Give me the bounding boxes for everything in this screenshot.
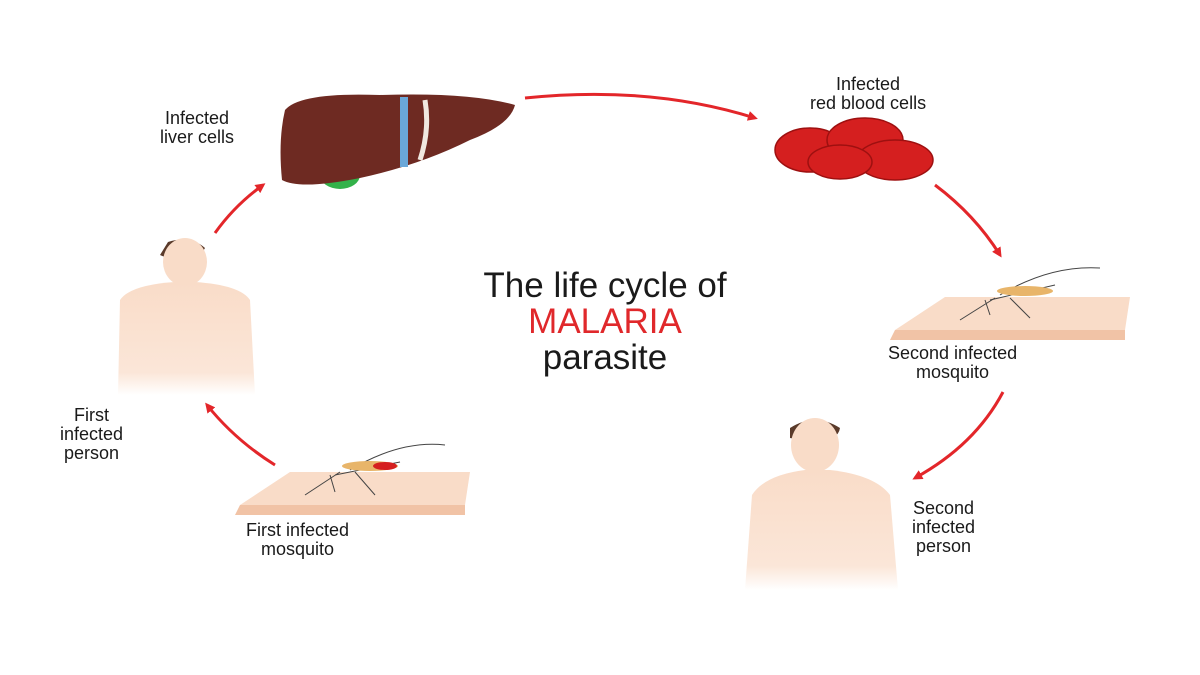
title-line-3: parasite bbox=[542, 338, 668, 377]
arrow-liver-to-rbc bbox=[524, 92, 758, 121]
first-person-illustration bbox=[118, 238, 255, 395]
label-second-mosquito: Second infected mosquito bbox=[888, 344, 1017, 382]
label-first-mosquito: First infected mosquito bbox=[246, 521, 349, 559]
label-line: Second bbox=[912, 498, 975, 518]
title-line-1: The life cycle of bbox=[483, 266, 727, 305]
second-person-illustration bbox=[745, 418, 898, 590]
label-infected-rbc: Infected red blood cells bbox=[810, 75, 926, 113]
label-line: mosquito bbox=[261, 539, 335, 559]
label-line: Infected bbox=[164, 108, 230, 128]
label-line: red blood cells bbox=[810, 93, 927, 113]
cycle-arrows bbox=[205, 92, 1005, 480]
label-line: Infected bbox=[836, 74, 901, 94]
label-second-person: Second infected person bbox=[912, 499, 975, 556]
label-infected-liver-cells: Infected liver cells bbox=[160, 109, 234, 147]
label-line: person bbox=[64, 443, 120, 463]
liver-illustration bbox=[280, 94, 515, 189]
title-malaria: MALARIA bbox=[528, 302, 682, 341]
arrow-rbc-to-mosquito bbox=[934, 183, 1002, 258]
first-mosquito-illustration bbox=[235, 443, 470, 515]
second-mosquito-illustration bbox=[890, 267, 1130, 340]
label-line: Second infected bbox=[888, 343, 1018, 363]
label-first-person: First infected person bbox=[60, 406, 123, 463]
label-line: First bbox=[74, 405, 110, 425]
label-line: mosquito bbox=[916, 362, 990, 382]
arrow-mosquito-to-first-person bbox=[205, 402, 276, 467]
label-line: infected bbox=[912, 517, 976, 537]
label-line: infected bbox=[60, 424, 124, 444]
diagram-title: The life cycle of MALARIA parasite bbox=[405, 268, 805, 376]
arrow-person-to-liver bbox=[213, 183, 266, 234]
red-blood-cells-illustration bbox=[774, 117, 934, 181]
label-line: person bbox=[916, 536, 972, 556]
label-line: liver cells bbox=[160, 127, 235, 147]
arrow-mosquito-to-person bbox=[912, 391, 1005, 480]
label-line: First infected bbox=[246, 520, 350, 540]
